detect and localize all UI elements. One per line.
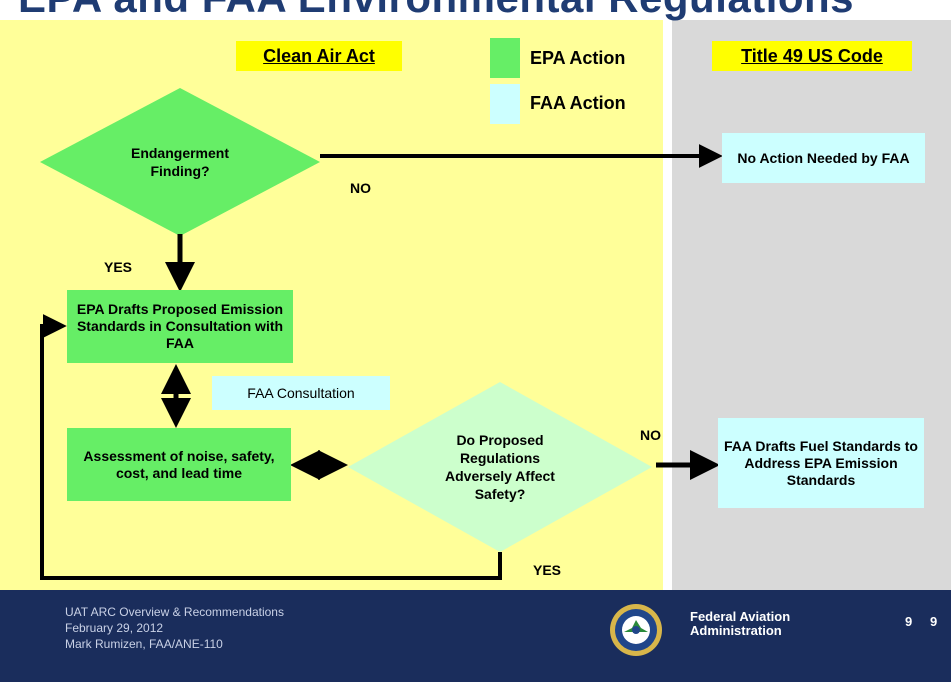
footer-line-date: February 29, 2012	[65, 621, 164, 635]
faa-consultation-box: FAA Consultation	[212, 376, 390, 410]
faa-drafts-fuel-box: FAA Drafts Fuel Standards to Address EPA…	[718, 418, 924, 508]
endangerment-decision-diamond	[40, 88, 320, 236]
yes-label-safety: YES	[533, 562, 562, 578]
agency-line-1: Federal Aviation	[690, 609, 791, 624]
footer-presentation-info: UAT ARC Overview & Recommendations Febru…	[65, 604, 284, 652]
agency-line-2: Administration	[690, 623, 782, 638]
epa-drafts-box: EPA Drafts Proposed Emission Standards i…	[67, 290, 293, 363]
yes-label-endangerment: YES	[104, 259, 133, 275]
legend-faa-swatch	[490, 84, 520, 124]
clean-air-act-header: Clean Air Act	[236, 41, 402, 71]
slide-title: EPA and FAA Environmental Regulations	[18, 0, 854, 22]
title-49-header: Title 49 US Code	[712, 41, 912, 71]
footer-line-author: Mark Rumizen, FAA/ANE-110	[65, 637, 223, 651]
assessment-box: Assessment of noise, safety, cost, and l…	[67, 428, 291, 501]
arrow-yes-loop-back	[40, 314, 502, 580]
safety-decision-diamond	[348, 382, 652, 552]
page-number-b: 9	[930, 614, 938, 629]
footer-line-title: UAT ARC Overview & Recommendations	[65, 605, 284, 619]
faa-seal-icon	[610, 604, 662, 656]
no-label-endangerment: NO	[350, 180, 371, 196]
footer-bar: UAT ARC Overview & Recommendations Febru…	[0, 590, 951, 682]
legend-epa-label: EPA Action	[530, 48, 626, 68]
no-label-safety: NO	[640, 427, 661, 443]
legend-epa-swatch	[490, 38, 520, 78]
page-number-a: 9	[905, 614, 913, 629]
safety-question-text: Do Proposed Regulations Adversely Affect…	[445, 432, 555, 502]
endangerment-finding-text: Endangerment Finding?	[130, 145, 229, 179]
faa-agency-name: Federal Aviation Administration	[690, 610, 790, 638]
no-action-needed-box: No Action Needed by FAA	[722, 133, 925, 183]
legend-faa-label: FAA Action	[530, 93, 626, 113]
